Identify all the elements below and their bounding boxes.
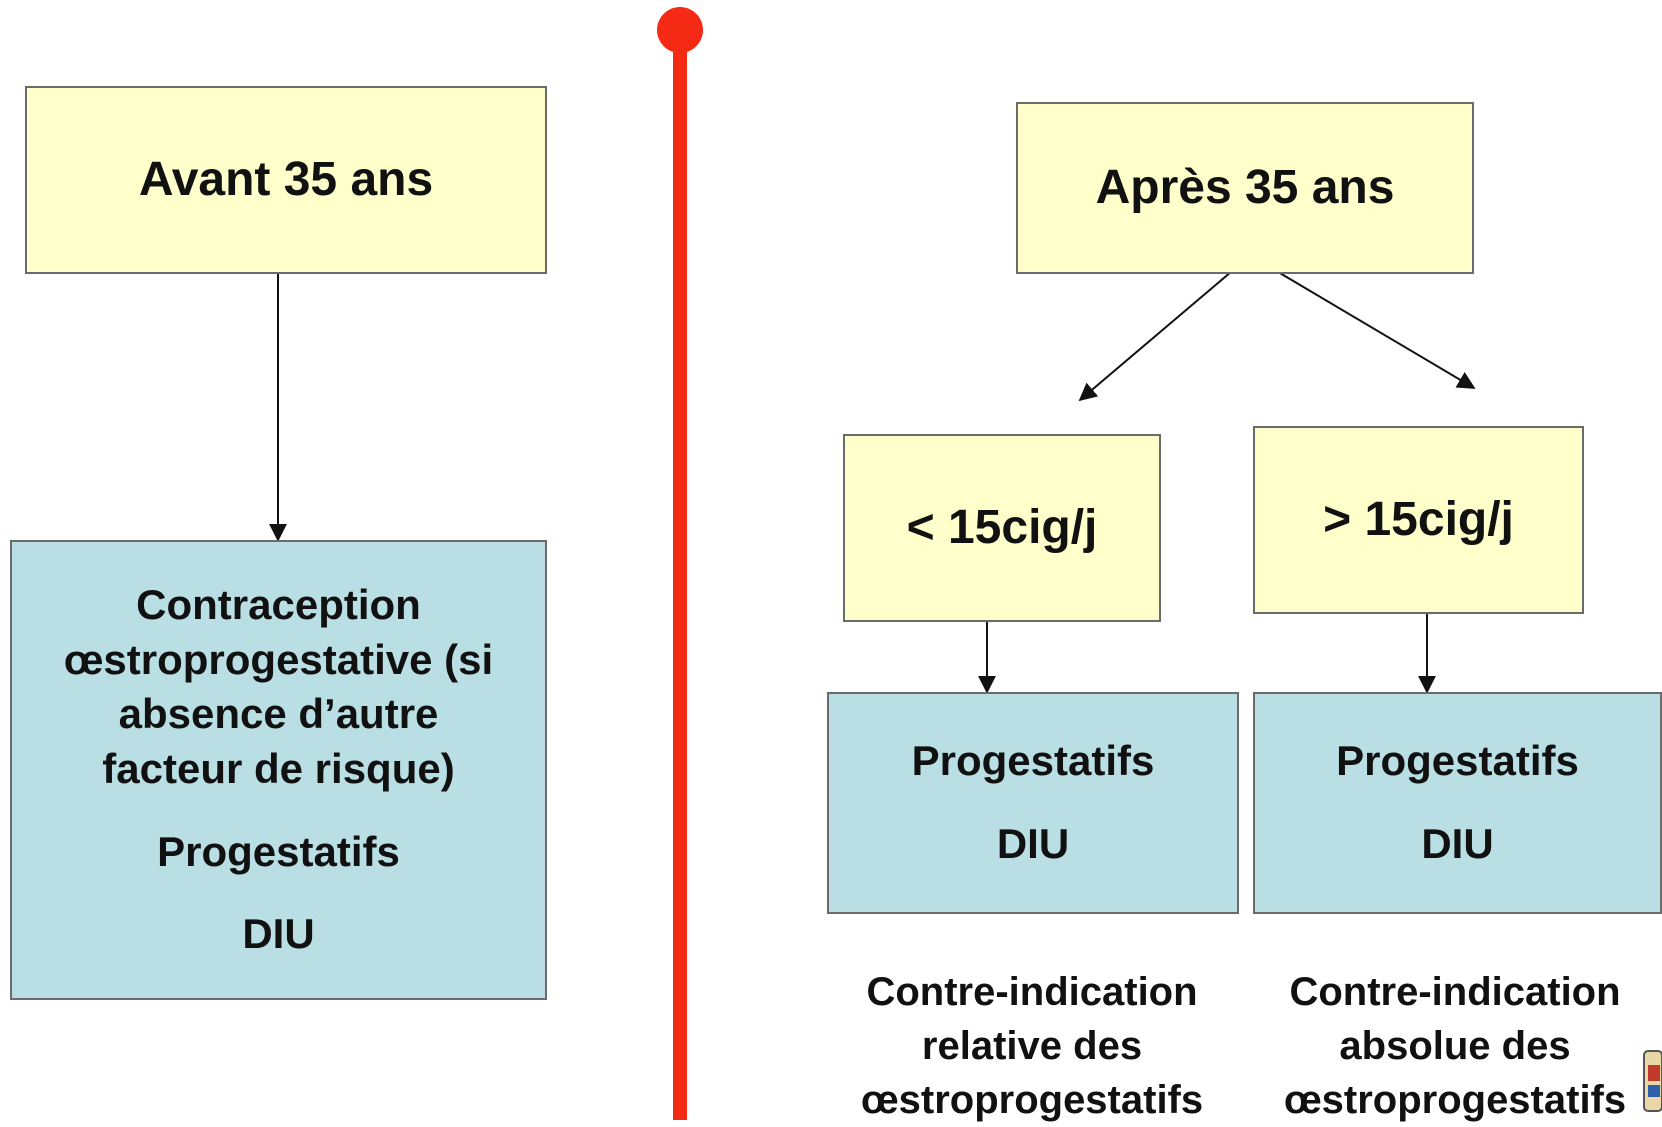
note-absolue-line3: œstroprogestatifs (1283, 1078, 1627, 1122)
note-absolue-line1: Contre-indication (1289, 970, 1621, 1014)
note-relative-line1: Contre-indication (866, 970, 1198, 1014)
box-left-result: Contraception œstroprogestative (si abse… (10, 540, 547, 1000)
left-result-line4: facteur de risque) (102, 745, 455, 792)
left-result-line3: absence d’autre (118, 690, 439, 738)
red-divider-line (673, 30, 687, 1120)
box-low-cig: < 15cig/j (843, 434, 1161, 622)
high-result-progestatifs: Progestatifs (1336, 737, 1579, 785)
low-result-diu: DIU (996, 820, 1070, 867)
high-cig-label: > 15cig/j (1323, 493, 1514, 547)
high-result-diu: DIU (1421, 820, 1494, 867)
low-cig-label: < 15cig/j (906, 501, 1098, 555)
logo-seal-icon (1643, 1050, 1662, 1112)
avant-35-label: Avant 35 ans (138, 153, 434, 207)
left-result-line2: œstroprogestative (si (63, 635, 494, 683)
note-relative: Contre-indication relative des œstroprog… (832, 965, 1232, 1127)
box-apres-35: Après 35 ans (1016, 102, 1474, 274)
note-absolue: Contre-indication absolue des œstroproge… (1255, 965, 1655, 1127)
left-result-line1: Contraception (136, 581, 421, 629)
arrow-to-high-branch (1267, 265, 1476, 389)
apres-35-label: Après 35 ans (1095, 161, 1395, 215)
arrow-to-low-branch (1078, 265, 1239, 402)
note-relative-line2: relative des (921, 1024, 1143, 1068)
box-low-result: Progestatifs DIU (827, 692, 1239, 914)
box-avant-35: Avant 35 ans (25, 86, 547, 274)
low-result-progestatifs: Progestatifs (911, 737, 1155, 785)
left-result-progestatifs: Progestatifs (157, 827, 400, 875)
note-absolue-line2: absolue des (1339, 1024, 1571, 1068)
box-high-result: Progestatifs DIU (1253, 692, 1662, 914)
red-divider-dot (657, 7, 703, 53)
note-relative-line3: œstroprogestatifs (860, 1078, 1204, 1122)
box-high-cig: > 15cig/j (1253, 426, 1584, 614)
left-result-diu: DIU (242, 910, 315, 958)
